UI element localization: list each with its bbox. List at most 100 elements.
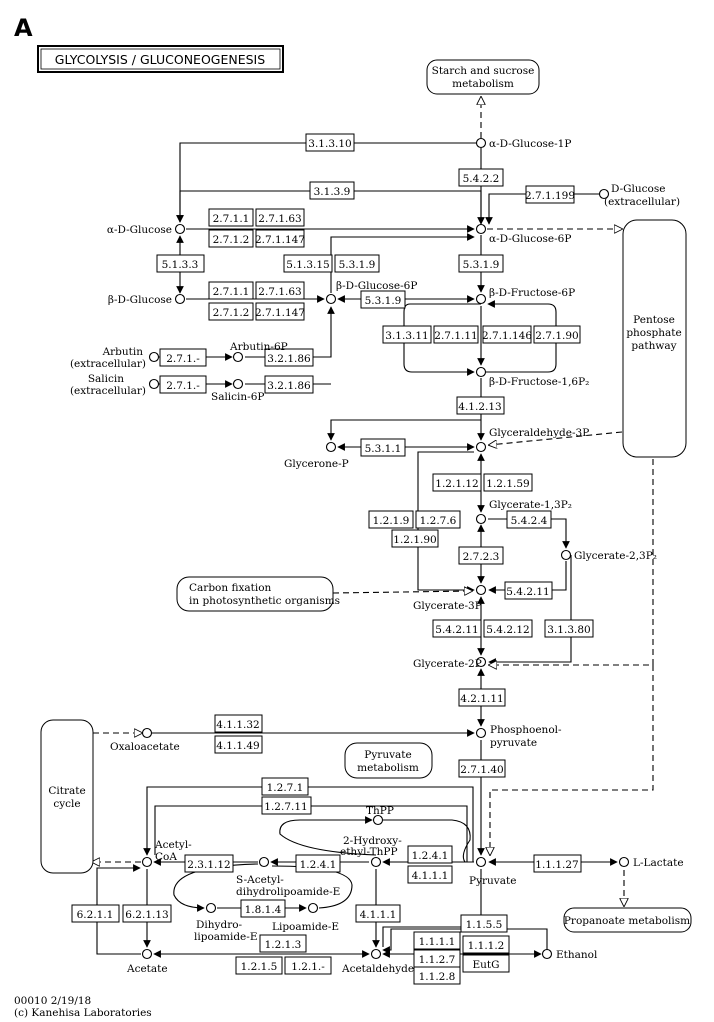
compound-node-f16p[interactable] xyxy=(475,366,487,378)
enzyme-box[interactable]: 1.1.5.5 xyxy=(460,914,508,933)
compound-node-g3p[interactable] xyxy=(475,584,487,596)
enzyme-box[interactable]: 1.2.7.1 xyxy=(261,777,309,796)
enzyme-box[interactable]: 5.3.1.9 xyxy=(334,254,380,273)
enzyme-box[interactable]: 2.7.1.40 xyxy=(458,759,506,778)
enzyme-box[interactable]: 3.1.3.9 xyxy=(309,181,355,200)
enzyme-box[interactable]: 2.7.1.1 xyxy=(208,281,254,300)
enzyme-box[interactable]: 1.2.1.59 xyxy=(483,473,533,492)
enzyme-box[interactable]: 3.1.3.11 xyxy=(382,325,432,344)
pathway-pentose-phosphate[interactable]: Pentose phosphate pathway xyxy=(622,219,687,458)
compound-node-sacetyl[interactable] xyxy=(258,856,270,868)
enzyme-box[interactable]: 5.1.3.3 xyxy=(156,254,205,273)
compound-node-llactate[interactable] xyxy=(618,856,630,868)
enzyme-box[interactable]: 5.4.2.11 xyxy=(504,581,553,600)
compound-node-dglucose[interactable] xyxy=(598,188,610,200)
enzyme-box[interactable]: 1.2.1.3 xyxy=(259,934,307,953)
enzyme-box[interactable]: 1.1.1.2 xyxy=(462,935,510,954)
enzyme-box[interactable]: 2.7.1.2 xyxy=(208,229,254,248)
enzyme-box[interactable]: 4.2.1.11 xyxy=(458,688,506,707)
enzyme-box[interactable]: 5.4.2.4 xyxy=(506,510,552,529)
pathway-starch-sucrose[interactable]: Starch and sucrose metabolism xyxy=(426,59,540,95)
pathway-propanoate-metabolism[interactable]: Propanoate metabolism xyxy=(563,907,692,933)
compound-node-glycerone[interactable] xyxy=(325,441,337,453)
enzyme-box[interactable]: 6.2.1.1 xyxy=(71,904,120,923)
compound-node-salicin6p[interactable] xyxy=(232,378,244,390)
compound-node-oxaloacetate[interactable] xyxy=(141,727,153,739)
enzyme-box[interactable]: 4.1.2.13 xyxy=(456,396,505,415)
enzyme-box[interactable]: 3.2.1.86 xyxy=(264,348,314,367)
enzyme-box[interactable]: 1.1.2.7 xyxy=(413,949,461,968)
enzyme-box[interactable]: 1.2.7.11 xyxy=(261,796,312,815)
compound-node-thpp[interactable] xyxy=(372,814,384,826)
enzyme-box[interactable]: 2.7.1.63 xyxy=(255,281,305,300)
enzyme-box[interactable]: 2.7.1.147 xyxy=(255,302,305,321)
enzyme-box[interactable]: 1.2.1.- xyxy=(284,956,332,975)
enzyme-box[interactable]: 4.1.1.49 xyxy=(214,735,263,754)
enzyme-box[interactable]: 2.3.1.12 xyxy=(184,854,234,873)
enzyme-box[interactable]: 2.7.1.11 xyxy=(433,325,479,344)
enzyme-box[interactable]: 1.2.1.5 xyxy=(235,956,283,975)
enzyme-box[interactable]: 2.7.1.146 xyxy=(482,325,532,344)
compound-node-acetate[interactable] xyxy=(141,948,153,960)
enzyme-box[interactable]: 1.2.4.1 xyxy=(407,845,453,864)
enzyme-box[interactable]: 1.1.1.1 xyxy=(413,931,461,950)
compound-node-lipoamide[interactable] xyxy=(307,902,319,914)
compound-node-bdf6p[interactable] xyxy=(475,293,487,305)
enzyme-box[interactable]: 5.1.3.15 xyxy=(283,254,333,273)
compound-node-arbutin6p[interactable] xyxy=(232,351,244,363)
enzyme-box[interactable]: 4.1.1.32 xyxy=(214,714,263,733)
pathway-pyruvate-metabolism[interactable]: Pyruvate metabolism xyxy=(344,742,433,779)
enzyme-box[interactable]: 3.1.3.10 xyxy=(305,133,355,152)
enzyme-box[interactable]: 1.2.1.90 xyxy=(391,529,439,548)
enzyme-box[interactable]: 2.7.1.1 xyxy=(208,208,254,227)
enzyme-box[interactable]: 1.2.1.12 xyxy=(432,473,482,492)
compound-node-pyruvate[interactable] xyxy=(475,856,487,868)
compound-node-arbutin[interactable] xyxy=(148,351,160,363)
enzyme-box[interactable]: 1.2.4.1 xyxy=(295,854,341,873)
enzyme-box[interactable]: 2.7.1.- xyxy=(159,375,207,394)
compound-node-g13p[interactable] xyxy=(475,513,487,525)
enzyme-box[interactable]: 2.7.1.2 xyxy=(208,302,254,321)
compound-node-g23p[interactable] xyxy=(560,549,572,561)
enzyme-box[interactable]: 1.1.1.27 xyxy=(533,854,582,873)
compound-node-pep[interactable] xyxy=(475,727,487,739)
compound-node-hethpp[interactable] xyxy=(370,856,382,868)
enzyme-box[interactable]: 5.3.1.1 xyxy=(360,438,406,457)
compound-node-adglucose[interactable] xyxy=(174,223,186,235)
compound-node-acetaldehyde[interactable] xyxy=(370,948,382,960)
pathway-carbon-fixation[interactable]: Carbon fixation in photosynthetic organi… xyxy=(176,576,340,612)
enzyme-box[interactable]: EutG xyxy=(462,954,510,973)
enzyme-box[interactable]: 1.1.2.8 xyxy=(413,966,461,985)
label-oxaloacetate: Oxaloacetate xyxy=(110,741,180,753)
enzyme-box[interactable]: 1.8.1.4 xyxy=(240,899,286,918)
enzyme-box[interactable]: 2.7.1.147 xyxy=(255,229,305,248)
enzyme-box[interactable]: 5.4.2.11 xyxy=(432,619,482,638)
enzyme-box[interactable]: 2.7.2.3 xyxy=(458,546,504,565)
enzyme-box[interactable]: 4.1.1.1 xyxy=(355,904,401,923)
compound-node-bdg6p[interactable] xyxy=(325,293,337,305)
enzyme-box[interactable]: 5.3.1.9 xyxy=(360,290,406,309)
enzyme-box[interactable]: 3.1.3.80 xyxy=(544,619,594,638)
enzyme-box[interactable]: 5.4.2.2 xyxy=(458,168,504,187)
enzyme-box[interactable]: 6.2.1.13 xyxy=(122,904,172,923)
compound-node-acetylcoa[interactable] xyxy=(141,856,153,868)
compound-node-ga3p[interactable] xyxy=(475,441,487,453)
compound-node-g1p[interactable] xyxy=(475,137,487,149)
enzyme-box[interactable]: 2.7.1.90 xyxy=(533,325,581,344)
enzyme-box[interactable]: 2.7.1.63 xyxy=(255,208,305,227)
enzyme-box[interactable]: 2.7.1.199 xyxy=(525,185,575,204)
compound-node-dihydro[interactable] xyxy=(205,902,217,914)
compound-node-salicin[interactable] xyxy=(148,378,160,390)
enzyme-box[interactable]: 5.4.2.12 xyxy=(483,619,533,638)
enzyme-box[interactable]: 1.2.7.6 xyxy=(415,510,461,529)
enzyme-box[interactable]: 3.2.1.86 xyxy=(264,375,314,394)
enzyme-box[interactable]: 1.2.1.9 xyxy=(368,510,414,529)
enzyme-box[interactable]: 5.3.1.9 xyxy=(458,254,504,273)
compound-node-bdglucose[interactable] xyxy=(174,293,186,305)
enzyme-box[interactable]: 2.7.1.- xyxy=(159,348,207,367)
compound-node-ethanol[interactable] xyxy=(541,948,553,960)
compound-node-adg6p[interactable] xyxy=(475,223,487,235)
enzyme-box[interactable]: 4.1.1.1 xyxy=(407,865,453,884)
compound-node-g2p[interactable] xyxy=(475,656,487,668)
pathway-citrate-cycle[interactable]: Citrate cycle xyxy=(40,719,94,874)
